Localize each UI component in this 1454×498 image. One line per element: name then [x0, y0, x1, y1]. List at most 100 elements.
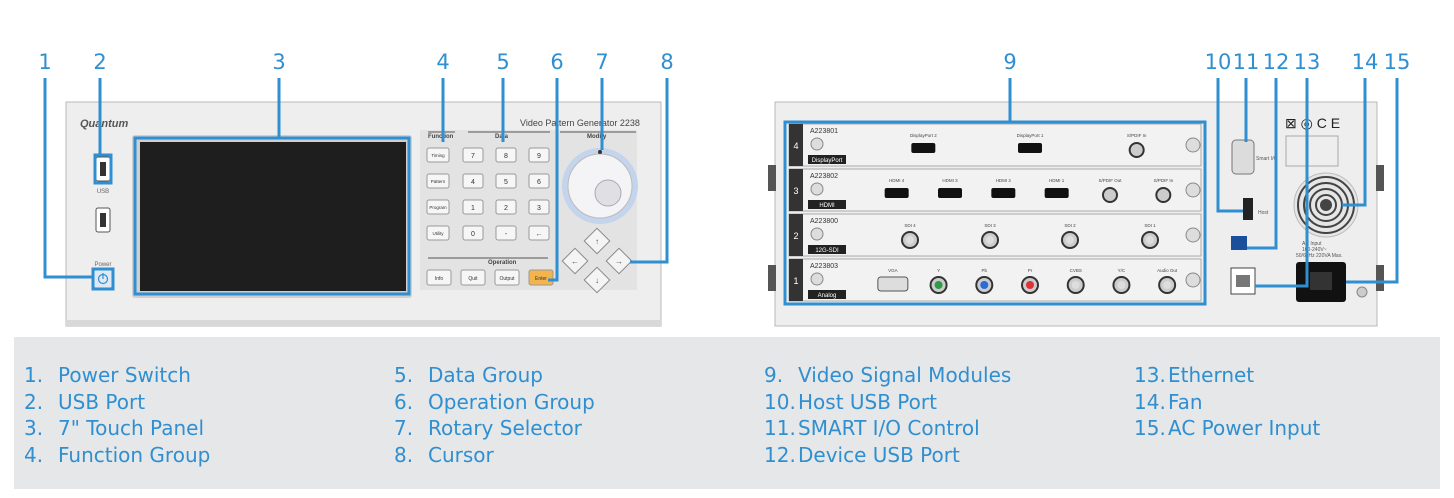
legend-item: 2.USB Port [24, 390, 145, 414]
operation-key[interactable] [528, 269, 554, 286]
svg-text:Host: Host [1258, 210, 1269, 216]
data-key[interactable] [528, 147, 550, 163]
legend-item: 6.Operation Group [394, 390, 595, 414]
callout-9: 9 [1003, 50, 1017, 74]
data-key[interactable] [528, 173, 550, 189]
svg-text:S/PDIF In: S/PDIF In [1154, 178, 1174, 183]
data-key[interactable] [528, 225, 550, 241]
legend-number: 9. [764, 363, 784, 387]
legend-text: Power Switch [58, 363, 191, 387]
data-key[interactable] [528, 199, 550, 215]
callout-box-power [91, 267, 115, 291]
callout-2: 2 [93, 50, 107, 74]
svg-text:Output: Output [499, 276, 515, 282]
operation-key[interactable] [426, 269, 452, 286]
data-key[interactable] [462, 199, 484, 215]
svg-text:Smart I/O: Smart I/O [1256, 156, 1278, 162]
data-key[interactable] [495, 225, 517, 241]
function-key[interactable] [426, 225, 450, 241]
callout-6: 6 [550, 50, 564, 74]
svg-text:A223800: A223800 [810, 218, 838, 225]
svg-text:2: 2 [504, 205, 508, 212]
callout-box-modules [783, 120, 1207, 306]
touch-screen [140, 142, 406, 291]
svg-text:→: → [615, 257, 623, 266]
legend-number: 5. [394, 363, 414, 387]
svg-text:Pr: Pr [1028, 268, 1033, 273]
data-key[interactable] [495, 147, 517, 163]
svg-text:0: 0 [471, 231, 475, 238]
legend-text: SMART I/O Control [798, 416, 980, 440]
svg-text:DisplayPort: DisplayPort [812, 158, 843, 164]
data-key[interactable] [462, 225, 484, 241]
callout-10: 10 [1204, 50, 1232, 74]
data-key[interactable] [495, 199, 517, 215]
legend-number: 8. [394, 442, 414, 467]
legend-number: 7. [394, 416, 414, 440]
callout-15: 15 [1383, 50, 1411, 74]
callout-8: 8 [660, 50, 674, 74]
legend-item: 11.SMART I/O Control [764, 416, 980, 440]
device-title: Video Pattern Generator 2238 [520, 118, 640, 128]
data-key[interactable] [462, 147, 484, 163]
callout-box-screen [133, 136, 411, 296]
svg-text:Utility: Utility [433, 231, 445, 236]
legend-item: 10.Host USB Port [764, 390, 937, 414]
legend-number: 1. [24, 363, 44, 387]
data-key[interactable] [462, 173, 484, 189]
svg-text:DisplayPort 1: DisplayPort 1 [1017, 133, 1044, 138]
callout-box-usb [93, 153, 113, 185]
svg-text:Pb: Pb [982, 268, 988, 273]
cursor-pad [561, 227, 633, 294]
svg-text:←: ← [536, 231, 543, 238]
legend-number: 3. [24, 416, 44, 440]
legend-number: 12. [764, 442, 796, 467]
svg-text:8: 8 [504, 153, 508, 160]
legend-text: USB Port [58, 389, 146, 414]
svg-text:HDMI 3: HDMI 3 [942, 178, 958, 183]
function-key[interactable] [426, 147, 450, 163]
legend-item: 4.Function Group [24, 443, 210, 467]
callout-1: 1 [38, 50, 52, 74]
operation-key[interactable] [460, 269, 486, 286]
legend-item: 9.Video Signal Modules [764, 363, 1011, 387]
svg-text:1: 1 [793, 276, 798, 286]
svg-text:Audio Out: Audio Out [1157, 268, 1178, 273]
legend-text: Device USB Port [798, 442, 960, 467]
svg-text:12G-SDI: 12G-SDI [815, 248, 839, 254]
svg-text:7: 7 [471, 153, 475, 160]
smart-io-port [1231, 139, 1255, 175]
svg-text:Enter: Enter [535, 276, 547, 282]
svg-text:SDI 2: SDI 2 [1064, 223, 1076, 228]
svg-text:5: 5 [504, 179, 508, 186]
function-key[interactable] [426, 173, 450, 189]
function-key[interactable] [426, 199, 450, 215]
svg-text:Y/C: Y/C [1118, 268, 1126, 273]
legend-item: 12.Device USB Port [764, 443, 960, 467]
data-key[interactable] [495, 173, 517, 189]
legend-text: Operation Group [428, 389, 595, 414]
legend-text: 7" Touch Panel [58, 416, 204, 440]
svg-text:4: 4 [793, 141, 798, 151]
svg-text:6: 6 [537, 179, 541, 186]
legend-item: 15.AC Power Input [1134, 416, 1320, 440]
svg-text:S/PDIF In: S/PDIF In [1127, 133, 1147, 138]
operation-key[interactable] [494, 269, 520, 286]
svg-text:Program: Program [429, 205, 447, 210]
legend-item: 1. Power Switch [24, 363, 191, 387]
legend-text: Host USB Port [798, 389, 937, 414]
device-usb-port [1231, 236, 1247, 250]
svg-text:100-240V~: 100-240V~ [1302, 247, 1327, 253]
svg-text:↑: ↑ [595, 237, 599, 246]
legend-number: 11. [764, 416, 796, 440]
svg-text:HDMI 1: HDMI 1 [1049, 178, 1065, 183]
legend-item: 14.Fan [1134, 390, 1203, 414]
svg-text:Quit: Quit [468, 276, 478, 282]
legend-text: Fan [1168, 389, 1203, 414]
